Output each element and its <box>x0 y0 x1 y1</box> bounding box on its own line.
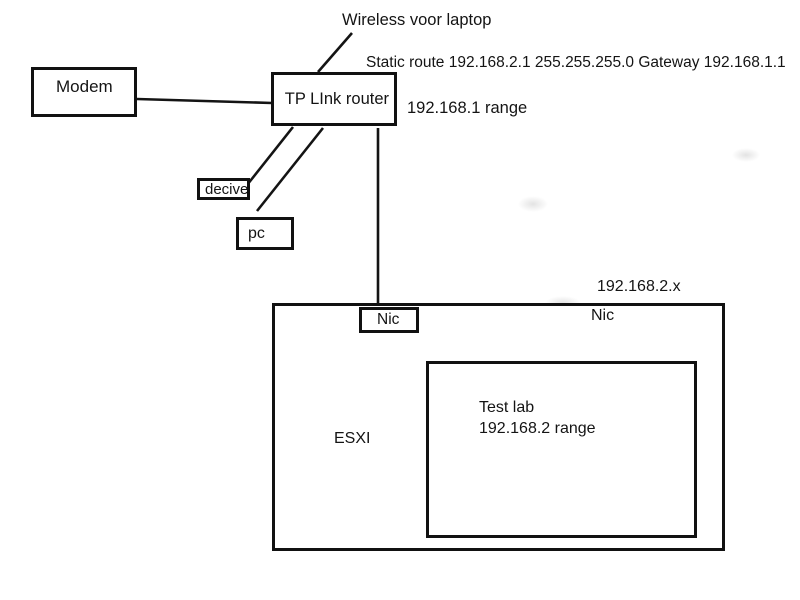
decive-label: decive <box>205 180 249 198</box>
pc-label: pc <box>248 224 265 242</box>
testlab-node: Test lab 192.168.2 range <box>426 361 697 538</box>
lab-subnet-annotation: 192.168.2.x <box>597 278 681 295</box>
modem-node: Modem <box>31 67 137 117</box>
static-route-annotation: Static route 192.168.2.1 255.255.255.0 G… <box>366 54 786 71</box>
router-node: TP LInk router <box>271 72 397 126</box>
nic-text-annotation: Nic <box>591 307 615 324</box>
testlab-title: Test lab <box>479 399 535 416</box>
connector-modem-router <box>136 97 273 105</box>
wireless-annotation: Wireless voor laptop <box>342 11 492 29</box>
lan-range-annotation: 192.168.1 range <box>407 99 528 117</box>
router-label: TP LInk router <box>284 89 389 108</box>
testlab-range: 192.168.2 range <box>479 420 596 437</box>
esxi-label: ESXI <box>334 430 371 447</box>
decive-node: decive <box>197 178 250 200</box>
pc-node: pc <box>236 217 294 250</box>
connector-router-pc <box>255 127 325 212</box>
connector-router-decive <box>245 126 295 186</box>
nic-label: Nic <box>377 311 400 328</box>
nic-node: Nic <box>359 307 419 333</box>
modem-label: Modem <box>56 77 113 96</box>
connector-router-wireless <box>317 32 353 73</box>
